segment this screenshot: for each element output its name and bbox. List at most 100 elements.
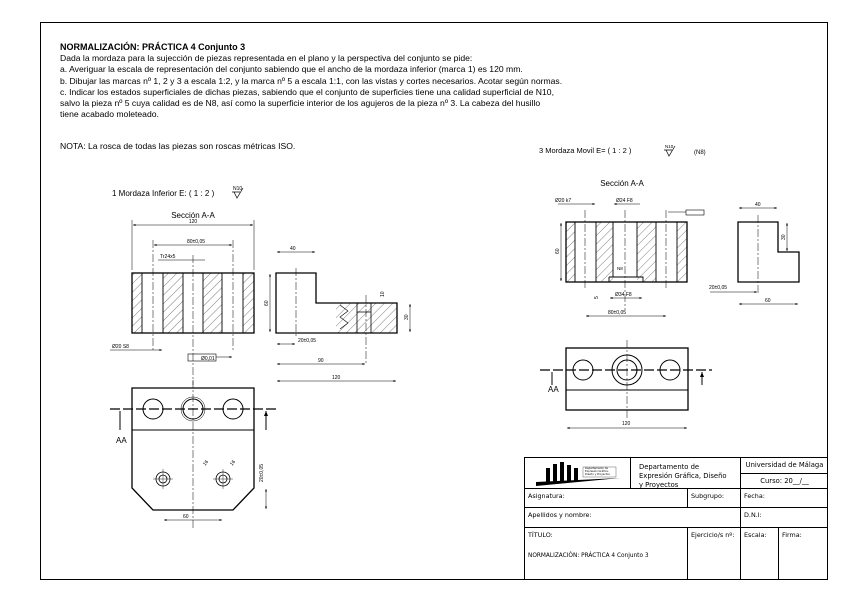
drawing-line <box>551 372 702 385</box>
dimension-label: 120 <box>189 219 198 225</box>
subgrupo-field: Subgrupo: <box>688 489 741 508</box>
drawing-sheet-frame <box>40 22 828 580</box>
logo-icon <box>536 462 620 486</box>
dimension-label: 60 <box>555 248 561 254</box>
drawing-line <box>339 304 349 330</box>
drawing-line <box>187 353 217 362</box>
dimension-label: Tr24x5 <box>160 254 176 260</box>
statement-line: tiene acabado moleteado. <box>60 109 159 120</box>
department-logo: Departamento de Expresión Gráfica, Diseñ… <box>525 458 631 489</box>
drawing-line <box>142 398 164 420</box>
part1-label: 1 Mordaza Inferior E: ( 1 : 2 ) <box>112 189 215 198</box>
titulo-field: TÍTULO: NORMALIZACIÓN: PRÁCTICA 4 Conjun… <box>525 528 688 580</box>
drawing-line <box>582 466 617 478</box>
dimension-label: 10 <box>380 291 386 297</box>
drawing-line <box>203 273 222 333</box>
course-field: Curso: 20__/__ <box>741 474 828 489</box>
dimension-label: 60 <box>183 514 189 520</box>
university-name: Universidad de Málaga <box>741 458 828 474</box>
plan-view-outline <box>131 387 255 511</box>
cut-label: AA <box>116 436 127 445</box>
dimension-label: 80±0,05 <box>608 310 626 316</box>
surface-symbol-n10: N10 <box>233 186 242 192</box>
surface-finish-icon <box>664 145 676 157</box>
drawing-line <box>163 273 183 333</box>
dimension-label: 30 <box>404 314 410 320</box>
dni-field: D.N.I: <box>741 508 828 528</box>
exercise-statement: NORMALIZACIÓN: PRÁCTICA 4 Conjunto 3 Dad… <box>60 42 660 120</box>
cut-label: AA <box>548 385 559 394</box>
drawing-line <box>119 411 266 430</box>
drawing-line <box>659 359 681 381</box>
drawing-line <box>356 303 372 333</box>
dimension-label: Ø20 k7 <box>555 198 571 204</box>
dimension-label: 60 <box>264 300 270 306</box>
dimension-label: 16 <box>202 459 210 467</box>
dimension-label: 20±0,05 <box>259 464 265 482</box>
dimension-label: 30 <box>781 234 787 240</box>
drawing-line <box>132 273 142 333</box>
section-title: Sección A-A <box>600 179 644 188</box>
part3-label: 3 Mordaza Movil E= ( 1 : 2 ) <box>539 146 632 155</box>
drawing-line <box>553 464 557 482</box>
side-view-outline <box>275 272 398 334</box>
asignatura-field: Asignatura: <box>525 489 688 508</box>
dimension-label: 5 <box>594 296 600 299</box>
dimension-label: 90 <box>318 358 324 364</box>
surface-finish-icon <box>232 187 244 199</box>
drawing-line <box>243 273 254 333</box>
dimension-label: 40 <box>755 202 761 208</box>
drawing-line <box>560 462 564 482</box>
drawing-line <box>336 303 397 333</box>
statement-line: salvo la pieza nº 5 cuya calidad es de N… <box>60 98 541 109</box>
dimension-label: 20±0,05 <box>709 285 727 291</box>
statement-line: c. Indicar los estados superficiales de … <box>60 86 554 97</box>
apellidos-field: Apellidos y nombre: <box>525 508 741 528</box>
section-title: Sección A-A <box>171 211 215 220</box>
drawing-line <box>131 220 255 270</box>
drawing-line <box>574 222 678 282</box>
drawing-line <box>153 469 233 489</box>
drawing-line <box>295 268 367 365</box>
dimension-label: Ø24 F8 <box>616 198 633 204</box>
drawing-line <box>141 273 244 333</box>
dimension-label: 60 <box>765 298 771 304</box>
dimension-label: 120 <box>332 375 341 381</box>
drawing-line <box>152 240 234 385</box>
drawing-line <box>572 359 594 381</box>
dimension-label: Ø0,01 <box>201 356 215 362</box>
note: NOTA: La rosca de todas las piezas son r… <box>60 141 296 151</box>
drawing-line <box>222 398 244 420</box>
part3-drawing: 3 Mordaza Movil E= ( 1 : 2 ) N10 (N8) Se… <box>539 144 800 429</box>
statement-line: a. Averiguar la escala de representación… <box>60 64 523 75</box>
dimension-label: 16 <box>229 459 237 467</box>
drawing-line <box>567 465 571 482</box>
dimension-label: Ø20 S8 <box>112 344 129 350</box>
statement-line: b. Dibujar las marcas nº 1, 2 y 3 a esca… <box>60 75 563 86</box>
titulo-label: TÍTULO: <box>528 531 553 539</box>
part1-drawing: 1 Mordaza Inferior E: ( 1 : 2 ) N10 Secc… <box>110 186 411 530</box>
drawing-line <box>584 210 667 310</box>
dimension-label: N10 <box>665 144 674 149</box>
drawing-line <box>546 468 550 482</box>
fecha-field: Fecha: <box>741 489 828 508</box>
titulo-value: NORMALIZACIÓN: PRÁCTICA 4 Conjunto 3 <box>528 553 649 559</box>
dimension-label: 40 <box>290 246 296 252</box>
title-block: Departamento de Expresión Gráfica, Diseñ… <box>524 457 828 580</box>
dimension-label: Ø34 F8 <box>615 292 632 298</box>
drawing-line <box>685 209 705 216</box>
dimension-label: 120 <box>622 421 631 427</box>
escala-field: Escala: <box>741 528 779 580</box>
section-view-outline <box>565 221 688 283</box>
dimension-label: 80±0,05 <box>187 239 205 245</box>
statement-line: Dada la mordaza para la sujección de pie… <box>60 53 473 64</box>
drawing-line <box>566 222 575 282</box>
dimension-label: (N8) <box>694 150 706 156</box>
drawing-line <box>574 468 578 482</box>
drawing-line <box>596 222 613 282</box>
statement-title: NORMALIZACIÓN: PRÁCTICA 4 Conjunto 3 <box>60 42 246 52</box>
ejercicio-field: Ejercicio/s nº: <box>688 528 741 580</box>
department-name: Departamento de Expresión Gráfica, Diseñ… <box>631 458 741 489</box>
drawing-line <box>677 222 687 282</box>
